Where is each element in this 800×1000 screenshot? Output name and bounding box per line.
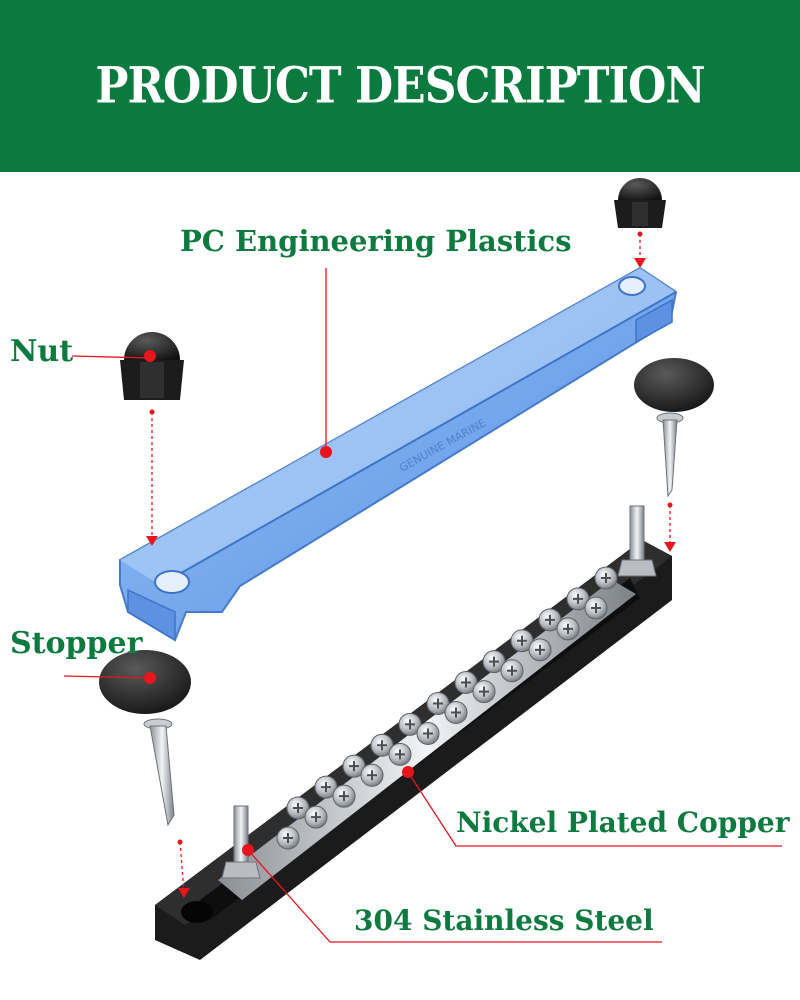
wood-screw-right — [656, 412, 684, 498]
wood-screw-left — [143, 718, 175, 827]
phillips-slot-icon — [367, 770, 377, 781]
phillips-slot-icon — [405, 719, 415, 730]
phillips-slot-icon — [283, 833, 293, 843]
phillips-slot-icon — [535, 644, 545, 655]
phillips-slot-icon — [545, 614, 555, 625]
phillips-slot-icon — [489, 656, 499, 667]
phillips-slot-icon — [311, 812, 321, 823]
phillips-slot-icon — [433, 698, 443, 709]
cover-hole-right — [618, 276, 646, 296]
base-hole — [181, 901, 213, 923]
phillips-slot-icon — [461, 677, 471, 688]
phillips-slot-icon — [321, 782, 331, 793]
phillips-slot-icon — [349, 761, 359, 772]
page-title: PRODUCT DESCRIPTION — [95, 57, 705, 115]
pointer-lines — [63, 234, 782, 943]
label-nickel-plated-copper: Nickel Plated Copper — [456, 806, 790, 839]
nut-right — [614, 178, 666, 228]
label-stopper: Stopper — [10, 626, 143, 661]
label-pc-engineering-plastics: PC Engineering Plastics — [180, 224, 572, 258]
phillips-slot-icon — [563, 623, 573, 634]
nut-left — [120, 332, 184, 400]
header-banner: PRODUCT DESCRIPTION — [0, 0, 800, 172]
stopper-right — [634, 358, 714, 412]
stainless-stud-right — [617, 505, 657, 577]
pointer-dots — [144, 231, 676, 898]
label-nut: Nut — [10, 334, 74, 369]
phillips-slot-icon — [451, 707, 461, 718]
phillips-slot-icon — [293, 803, 303, 813]
stopper-left — [99, 650, 191, 714]
phillips-slot-icon — [395, 749, 405, 760]
phillips-slot-icon — [479, 686, 489, 697]
phillips-slot-icon — [377, 740, 387, 751]
phillips-slot-icon — [601, 573, 611, 583]
phillips-slot-icon — [339, 791, 349, 802]
phillips-slot-icon — [591, 603, 601, 613]
terminal-screws — [276, 566, 618, 850]
phillips-slot-icon — [507, 665, 517, 676]
phillips-slot-icon — [573, 593, 583, 604]
phillips-slot-icon — [423, 728, 433, 739]
label-304-stainless-steel: 304 Stainless Steel — [354, 904, 654, 937]
phillips-slot-icon — [517, 635, 527, 646]
cover-hole-left — [154, 570, 190, 594]
